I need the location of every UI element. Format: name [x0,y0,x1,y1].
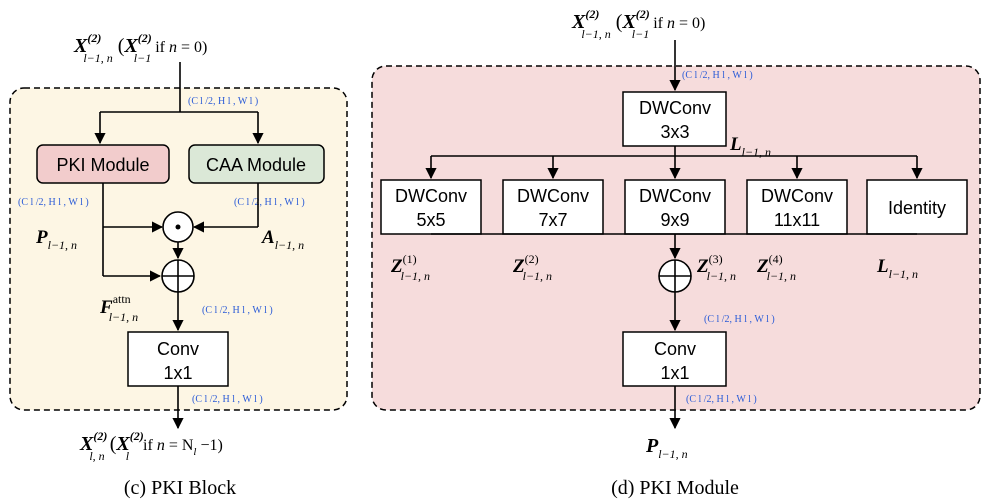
caa-module-box-label: CAA Module [206,155,306,175]
pki-module-caption: (d) PKI Module [611,477,739,499]
pki-block-panel: X(2)l−1, n (X(2)l−1 if n = 0) (C l /2, H… [9,31,348,499]
branch-box-5[interactable]: Identity [866,179,968,235]
pki-module-conv-line2: 1x1 [660,363,689,383]
pki-block-conv-line2: 1x1 [163,363,192,383]
pki-module-box-label: PKI Module [56,155,149,175]
module-sum-operator [658,259,692,293]
branch-box-line1: Identity [888,198,946,218]
pki-block-caption: (c) PKI Block [124,477,236,499]
pki-module-input-label: X(2)l−1, n (X(2)l−1 if n = 0) [571,7,705,41]
pki-block-dim-pki: (C l /2, H l , W l ) [18,197,89,208]
dwconv-3x3-line2: 3x3 [660,122,689,142]
branch-box-line1: DWConv [517,186,589,206]
pki-block-conv1x1-box[interactable]: Conv 1x1 [127,331,229,387]
pki-block-conv-line1: Conv [157,339,199,359]
pki-module-panel: X(2)l−1, n (X(2)l−1 if n = 0) (C l /2, H… [371,7,981,499]
pki-module-output-label: Pl−1, n [645,435,688,461]
pki-module-conv1x1-box[interactable]: Conv 1x1 [622,331,727,387]
branch-box-line1: DWConv [395,186,467,206]
branch-box-4[interactable]: DWConv 11x11 [746,179,848,235]
branch-box-line1: DWConv [639,186,711,206]
p-label: Pl−1, n [35,227,77,252]
branch-output-label-2: Z(2)l−1, n [512,252,552,283]
pki-module-box[interactable]: PKI Module [36,144,170,184]
pki-module-dim-top: (C l /2, H l , W l ) [682,70,753,81]
branch-box-line1: DWConv [761,186,833,206]
branch-output-label-1: Z(1)l−1, n [390,252,430,283]
a-label: Al−1, n [261,227,304,252]
pki-block-dim-top: (C l /2, H l , W l ) [188,96,258,107]
pki-module-dim-sum: (C l /2, H l , W l ) [704,314,775,325]
dwconv-3x3-line1: DWConv [639,98,711,118]
branch-output-label-3: Z(3)l−1, n [696,252,736,283]
pki-block-dim-out: (C l /2, H l , W l ) [192,394,263,405]
pki-module-conv-line1: Conv [654,339,696,359]
pki-module-dim-out: (C l /2, H l , W l ) [686,394,757,405]
pki-block-output-label: X(2)l, n (X(2)l if n = Nl −1) [79,429,223,463]
branch-box-1[interactable]: DWConv 5x5 [380,179,482,235]
branch-box-line2: 9x9 [660,210,689,230]
pki-block-dim-sum: (C l /2, H l , W l ) [202,305,273,316]
branch-box-2[interactable]: DWConv 7x7 [502,179,604,235]
sum-operator [161,259,195,293]
dwconv-3x3-box[interactable]: DWConv 3x3 [622,91,727,147]
caa-module-box[interactable]: CAA Module [188,144,325,184]
branch-box-3[interactable]: DWConv 9x9 [624,179,726,235]
branch-output-label-5: Ll−1, n [876,256,918,281]
multiply-operator [162,211,194,243]
branch-box-line2: 11x11 [774,210,820,230]
branch-box-line2: 5x5 [416,210,445,230]
pki-block-input-label: X(2)l−1, n (X(2)l−1 if n = 0) [73,31,207,65]
branch-output-label-4: Z(4)l−1, n [756,252,796,283]
branch-box-line2: 7x7 [538,210,567,230]
pki-module-background [371,65,981,411]
pki-block-dim-caa: (C l /2, H l , W l ) [234,197,305,208]
